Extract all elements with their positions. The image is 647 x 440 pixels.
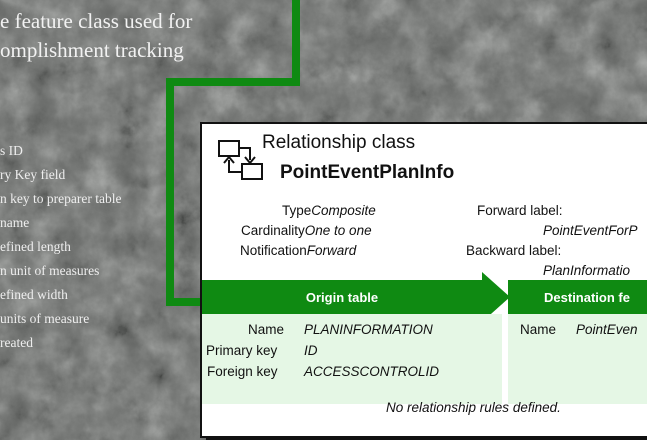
bullet-item: name: [0, 215, 30, 230]
primary-key-label: Primary key: [206, 343, 278, 358]
rules-note: No relationship rules defined.: [386, 400, 561, 415]
type-row: TypeComposite: [282, 203, 376, 218]
notification-value: Forward: [306, 243, 357, 258]
origin-table-panel: [202, 314, 502, 404]
type-value: Composite: [311, 203, 376, 218]
bullet-item: efined width: [0, 287, 68, 302]
type-label: Type: [282, 203, 312, 218]
relationship-class-card: Relationship class PointEventPlanInfo Ty…: [200, 122, 647, 438]
primary-key-value: ID: [304, 343, 318, 358]
bullet-item: efined length: [0, 239, 71, 254]
cardinality-row: CardinalityOne to one: [241, 223, 372, 238]
bullet-item: reated: [0, 335, 33, 350]
connector-line-vertical: [166, 78, 174, 306]
cardinality-value: One to one: [304, 223, 372, 238]
relationship-class-label: Relationship class: [262, 132, 416, 153]
origin-arrow-head: [482, 272, 510, 322]
origin-name-value: PLANINFORMATION: [304, 322, 433, 337]
forward-value: PointEventForP: [543, 223, 638, 238]
bullet-item: n key to preparer table: [0, 191, 122, 206]
relationship-class-icon: [218, 140, 263, 180]
connector-line-top: [292, 0, 300, 85]
foreign-key-label: Foreign key: [207, 364, 278, 379]
connector-line-foot: [166, 298, 206, 306]
notification-label: Notification: [240, 243, 307, 258]
bullet-item: s ID: [0, 143, 23, 158]
destination-table-header: Destination fe: [508, 280, 647, 314]
connector-line-horizontal: [166, 78, 300, 86]
forward-label: Forward label:: [477, 203, 563, 218]
backward-value: PlanInformatio: [543, 263, 631, 278]
foreign-key-value: ACCESSCONTROLID: [304, 364, 440, 379]
backward-label: Backward label:: [466, 243, 562, 258]
bullet-item: n unit of measures: [0, 263, 100, 278]
bullet-item: ry Key field: [0, 167, 66, 182]
destination-name-label: Name: [520, 322, 557, 337]
cardinality-label: Cardinality: [241, 223, 305, 238]
origin-name-label: Name: [248, 322, 285, 337]
destination-name-value: PointEven: [576, 322, 638, 337]
notification-row: NotificationForward: [240, 243, 356, 258]
slide-title-line-1: e feature class used for: [0, 9, 193, 33]
slide-title-line-2: omplishment tracking: [0, 38, 184, 62]
destination-table-panel: [508, 314, 647, 404]
origin-table-header: Origin table: [202, 280, 482, 314]
bullet-item: units of measure: [0, 311, 90, 326]
relationship-class-name: PointEventPlanInfo: [280, 162, 455, 183]
